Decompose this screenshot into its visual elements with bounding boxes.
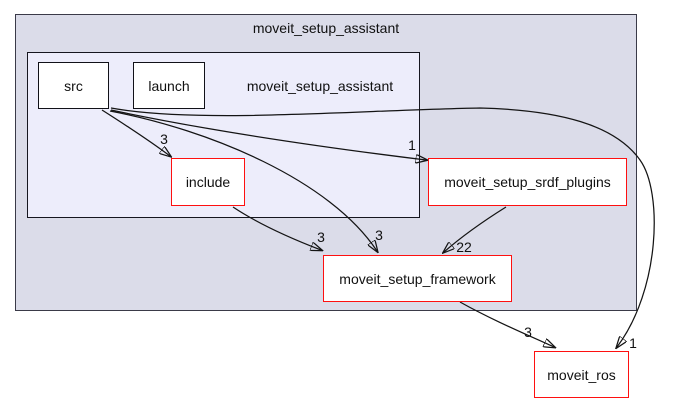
- edge-count-src-to-framework: 3: [375, 227, 383, 243]
- edge-count-framework-to-moveit-ros: 3: [524, 324, 532, 340]
- node-moveit-setup-srdf-plugins[interactable]: moveit_setup_srdf_plugins: [428, 158, 627, 206]
- edge-count-src-to-srdf-plugins: 1: [408, 137, 416, 153]
- outer-cluster-title: moveit_setup_assistant: [252, 20, 400, 36]
- node-src[interactable]: src: [38, 62, 109, 109]
- node-moveit-setup-framework[interactable]: moveit_setup_framework: [323, 255, 512, 302]
- node-moveit-ros[interactable]: moveit_ros: [534, 351, 629, 398]
- node-launch[interactable]: launch: [133, 62, 205, 109]
- edge-count-include-to-framework: 3: [317, 229, 325, 245]
- inner-cluster-title: moveit_setup_assistant: [246, 78, 394, 94]
- node-include[interactable]: include: [171, 158, 245, 206]
- edge-count-src-to-moveit-ros: 1: [629, 335, 637, 351]
- edge-count-src-to-include: 3: [160, 131, 168, 147]
- edge-count-srdf-plugins-to-framework: 22: [456, 239, 472, 255]
